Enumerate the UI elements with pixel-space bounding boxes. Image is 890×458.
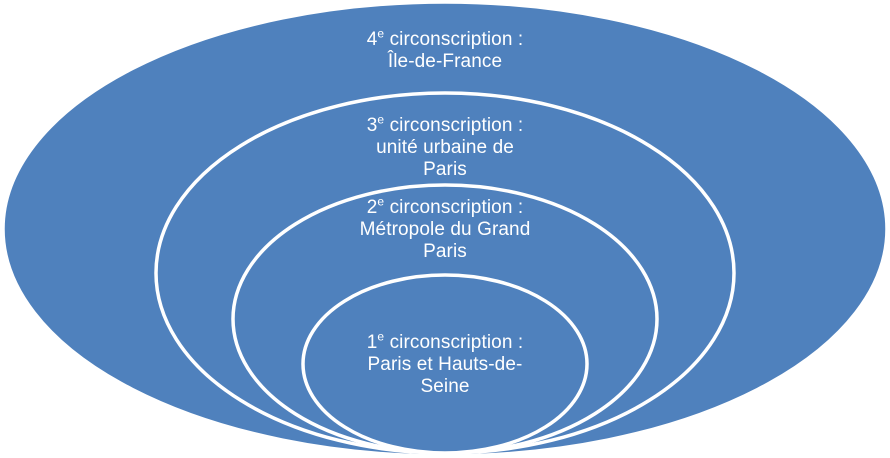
label-ordinal-suffix: e — [377, 26, 385, 41]
label-rank: 4 — [366, 29, 378, 50]
label-line-3: Seine — [420, 376, 470, 397]
label-title-rest: circonscription : — [384, 332, 524, 353]
label-title-line: 4e circonscription : — [0, 26, 890, 51]
label-2e-circonscription: 2e circonscription : Métropole du Grand … — [0, 194, 890, 263]
label-title-rest: circonscription : — [384, 29, 524, 50]
label-title-rest: circonscription : — [384, 115, 524, 136]
label-title-line: 2e circonscription : — [0, 194, 890, 219]
label-4e-circonscription: 4e circonscription : Île-de-France — [0, 26, 890, 73]
label-line-2: Île-de-France — [387, 51, 503, 72]
label-line-3: Paris — [423, 241, 467, 262]
ellipse-1e-circonscription-paris-et-hauts-de-seine — [301, 273, 589, 455]
label-line-2: Métropole du Grand — [359, 219, 531, 240]
label-title-line: 3e circonscription : — [0, 112, 890, 137]
label-rank: 2 — [366, 197, 378, 218]
label-rank: 3 — [366, 115, 378, 136]
label-line-2: unité urbaine de — [376, 137, 514, 158]
label-ordinal-suffix: e — [377, 194, 385, 209]
label-title-line: 1e circonscription : — [0, 329, 890, 354]
label-line-2: Paris et Hauts-de- — [367, 354, 523, 375]
label-title-rest: circonscription : — [384, 197, 524, 218]
label-ordinal-suffix: e — [377, 112, 385, 127]
label-line-3: Paris — [423, 159, 467, 180]
label-3e-circonscription: 3e circonscription : unité urbaine de Pa… — [0, 112, 890, 181]
label-ordinal-suffix: e — [377, 329, 385, 344]
label-1e-circonscription: 1e circonscription : Paris et Hauts-de- … — [0, 329, 890, 398]
label-rank: 1 — [366, 332, 378, 353]
